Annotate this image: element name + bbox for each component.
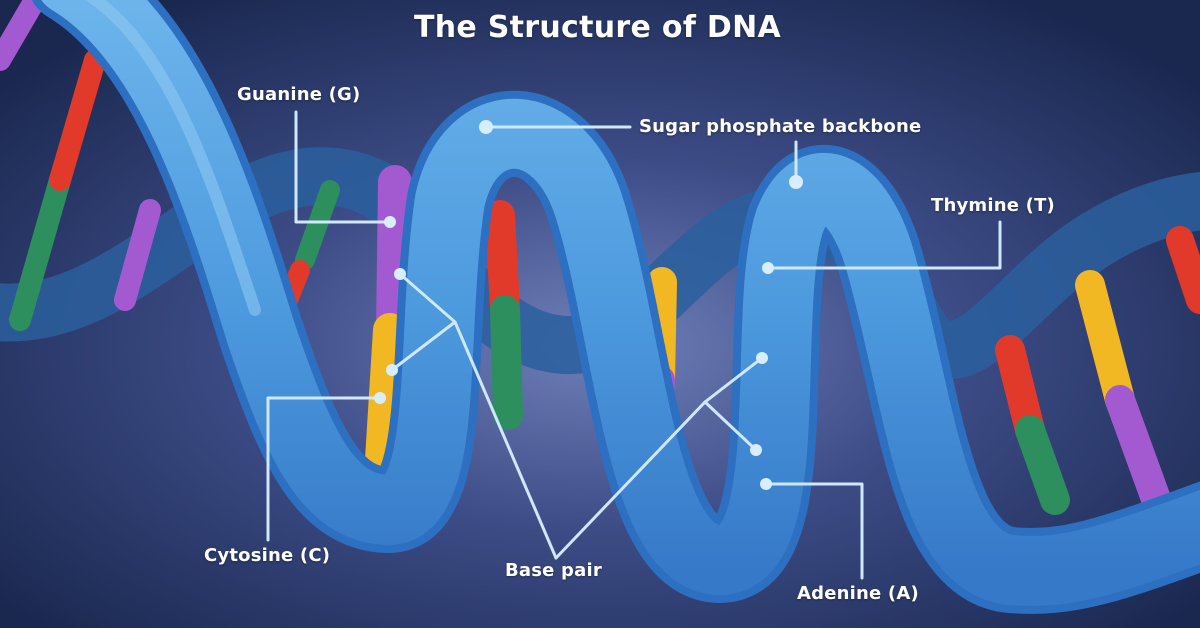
leader-guanine (294, 110, 392, 224)
rod-guanine-1 (114, 199, 161, 311)
rod-thymine-2 (295, 180, 340, 270)
rod-guanine-main (376, 165, 412, 347)
rod-thymine-1 (9, 169, 71, 331)
rod-adenine-1 (49, 49, 106, 191)
leader-adenine (764, 482, 864, 580)
dot-basepair-2 (386, 364, 398, 376)
label-base-pair: Base pair (505, 560, 602, 581)
leader-lines (266, 110, 1002, 580)
backbone-highlight (84, 0, 261, 316)
dot-thymine (762, 262, 774, 274)
dot-basepair-3 (756, 352, 768, 364)
leader-basepair-left-2 (390, 320, 457, 372)
dot-adenine (760, 478, 772, 490)
label-sugar-phosphate-backbone: Sugar phosphate backbone (639, 116, 922, 137)
rod-adenine-3 (485, 200, 520, 325)
rod-thymine-3 (490, 295, 523, 430)
label-thymine: Thymine (T) (931, 195, 1055, 216)
rod-cytosine-3 (1075, 270, 1135, 415)
rod-thymine-4 (1015, 415, 1070, 515)
dot-backbone (479, 120, 493, 134)
leader-basepair-right-2 (703, 400, 758, 452)
rod-adenine-5 (1166, 226, 1200, 314)
leader-cytosine (266, 396, 382, 542)
diagram-title: The Structure of DNA (413, 10, 782, 45)
rod-guanine-3 (1105, 385, 1175, 525)
dot-basepair-4 (750, 444, 762, 456)
leader-dots (374, 120, 803, 490)
backbone-strand-front (41, 0, 1200, 606)
dot-guanine (384, 216, 396, 228)
label-adenine: Adenine (A) (797, 583, 919, 604)
dot-cytosine (374, 392, 386, 404)
rod-guanine-0 (0, 0, 46, 71)
label-guanine: Guanine (G) (237, 84, 361, 105)
dot-backbone-2 (789, 175, 803, 189)
label-cytosine: Cytosine (C) (204, 545, 331, 566)
leader-thymine (766, 220, 1002, 270)
dot-basepair-1 (394, 268, 406, 280)
